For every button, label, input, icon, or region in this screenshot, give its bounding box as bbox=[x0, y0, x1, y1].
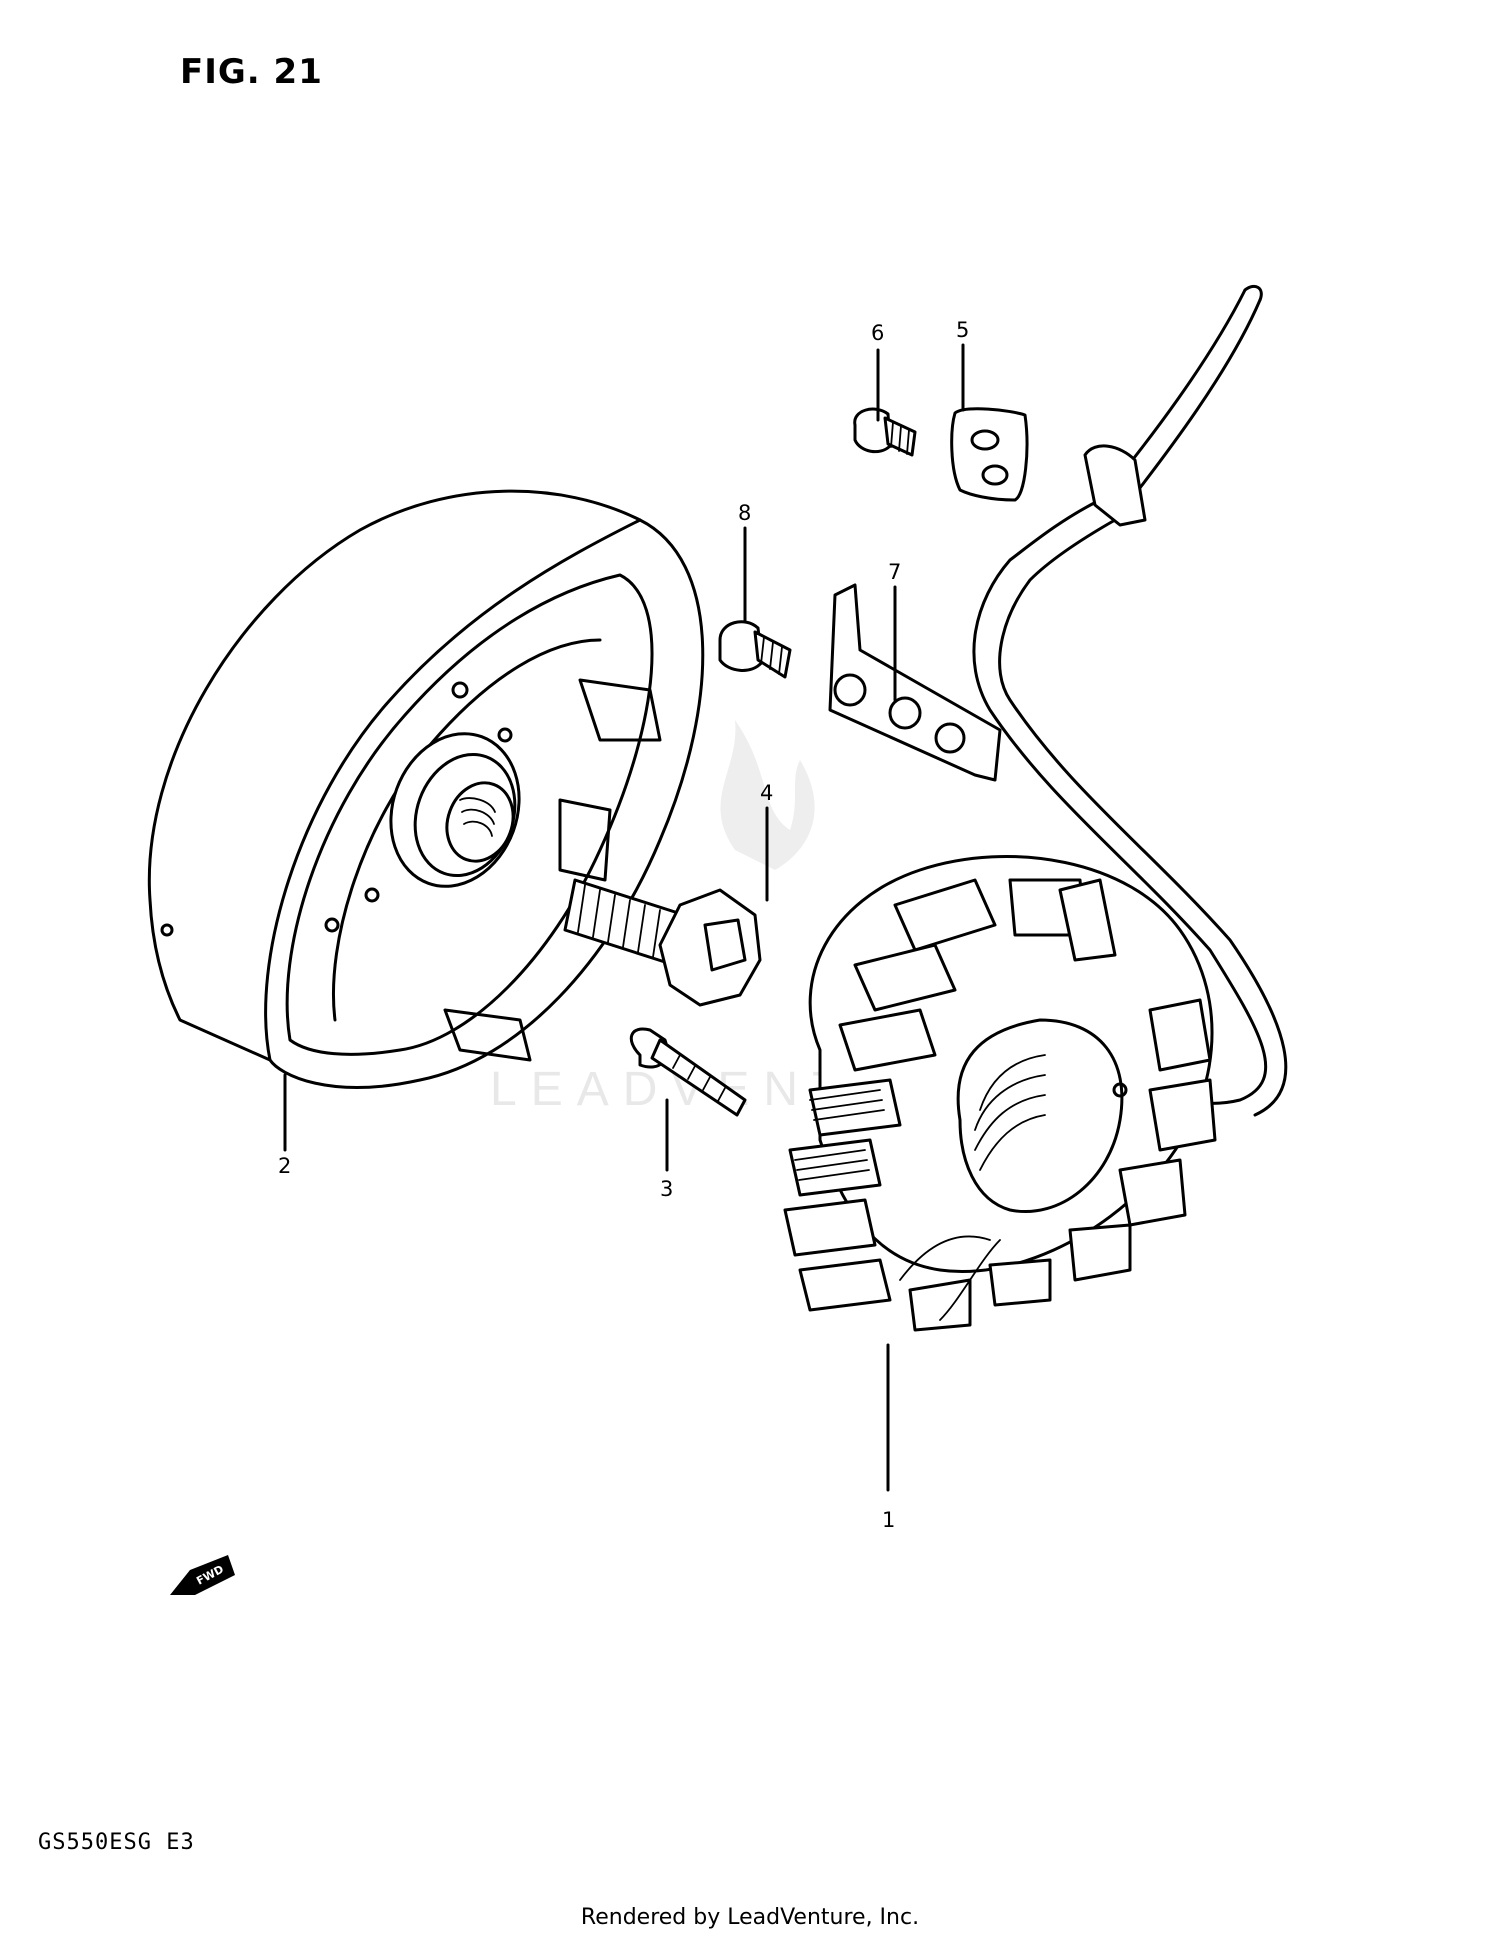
figure-title: FIG. 21 bbox=[180, 52, 323, 92]
clamp-plate bbox=[950, 407, 1029, 502]
callout-6: 6 bbox=[871, 321, 884, 345]
callout-2: 2 bbox=[278, 1154, 291, 1178]
callout-labels: 1 2 3 4 5 6 7 8 bbox=[278, 318, 969, 1532]
render-credit: Rendered by LeadVenture, Inc. bbox=[580, 1905, 920, 1930]
forward-direction-badge: FWD bbox=[170, 1555, 235, 1595]
wire-bracket bbox=[828, 583, 1002, 782]
leader-lines bbox=[283, 343, 965, 1492]
bolt bbox=[629, 1027, 747, 1117]
callout-7: 7 bbox=[888, 560, 901, 584]
callout-5: 5 bbox=[956, 318, 969, 342]
callout-1: 1 bbox=[882, 1508, 895, 1532]
callout-3: 3 bbox=[660, 1177, 673, 1201]
model-code: GS550ESG E3 bbox=[38, 1830, 195, 1855]
screw-8 bbox=[718, 620, 792, 679]
callout-4: 4 bbox=[760, 781, 773, 805]
flange-bolt bbox=[563, 878, 762, 1007]
stator-assembly bbox=[783, 284, 1288, 1332]
callout-8: 8 bbox=[738, 501, 751, 525]
screw-6 bbox=[853, 407, 917, 457]
flywheel-rotor bbox=[147, 489, 705, 1089]
